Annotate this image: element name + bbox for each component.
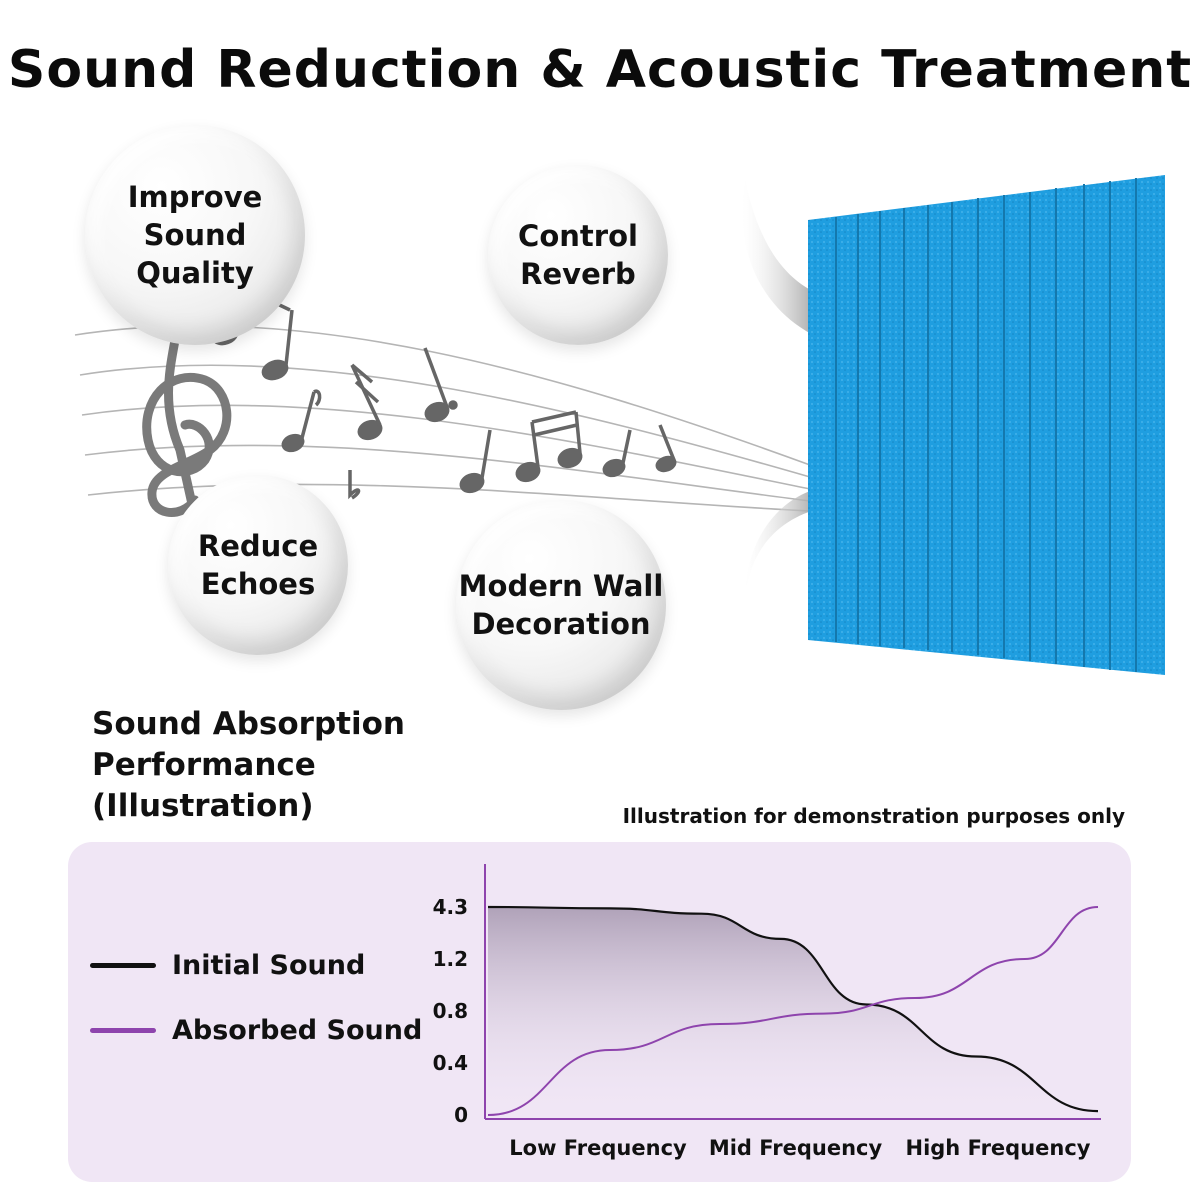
disclaimer-text: Illustration for demonstration purposes … xyxy=(622,804,1125,828)
absorption-chart xyxy=(484,864,1101,1120)
music-and-panel-graphic xyxy=(74,175,1165,675)
section-title: Sound Absorption Performance (Illustrati… xyxy=(92,706,405,824)
legend-label-initial: Initial Sound xyxy=(172,950,366,981)
legend-item-absorbed: Absorbed Sound xyxy=(90,1015,422,1046)
initial-sound-area xyxy=(488,907,1098,1118)
bubble-control-label: Control Reverb xyxy=(518,218,638,291)
x-tick-label: Mid Frequency xyxy=(708,1136,883,1160)
acoustic-illustration: Improve Sound Quality Control Reverb Red… xyxy=(0,120,1200,720)
y-tick-label: 4.3 xyxy=(432,895,468,919)
x-tick-label: Low Frequency xyxy=(509,1136,687,1160)
legend-label-absorbed: Absorbed Sound xyxy=(172,1015,423,1046)
bubble-reduce-echoes: Reduce Echoes xyxy=(168,475,348,655)
bubble-control-reverb: Control Reverb xyxy=(488,165,668,345)
bubble-modern-label: Modern Wall Decoration xyxy=(458,568,664,641)
legend-item-initial: Initial Sound xyxy=(90,950,365,981)
y-tick-label: 0.8 xyxy=(432,999,468,1023)
bubble-improve-label: Improve Sound Quality xyxy=(127,179,263,291)
y-tick-label: 0 xyxy=(454,1103,468,1127)
y-tick-label: 1.2 xyxy=(432,947,468,971)
legend-swatch-absorbed xyxy=(90,1028,156,1033)
chart-panel: Initial Sound Absorbed Sound 4.3 1.2 0.8… xyxy=(68,842,1131,1182)
bubble-modern-wall-decoration: Modern Wall Decoration xyxy=(456,500,666,710)
legend-swatch-initial xyxy=(90,963,156,968)
absorbed-sound-line xyxy=(487,906,1099,1116)
bubble-improve-sound-quality: Improve Sound Quality xyxy=(85,125,305,345)
page-title: Sound Reduction & Acoustic Treatment xyxy=(7,40,1193,100)
y-tick-label: 0.4 xyxy=(432,1051,468,1075)
bubble-reduce-label: Reduce Echoes xyxy=(197,528,319,601)
acoustic-foam-panel xyxy=(808,175,1165,675)
initial-sound-line xyxy=(487,905,1099,1113)
x-tick-label: High Frequency xyxy=(905,1136,1091,1160)
